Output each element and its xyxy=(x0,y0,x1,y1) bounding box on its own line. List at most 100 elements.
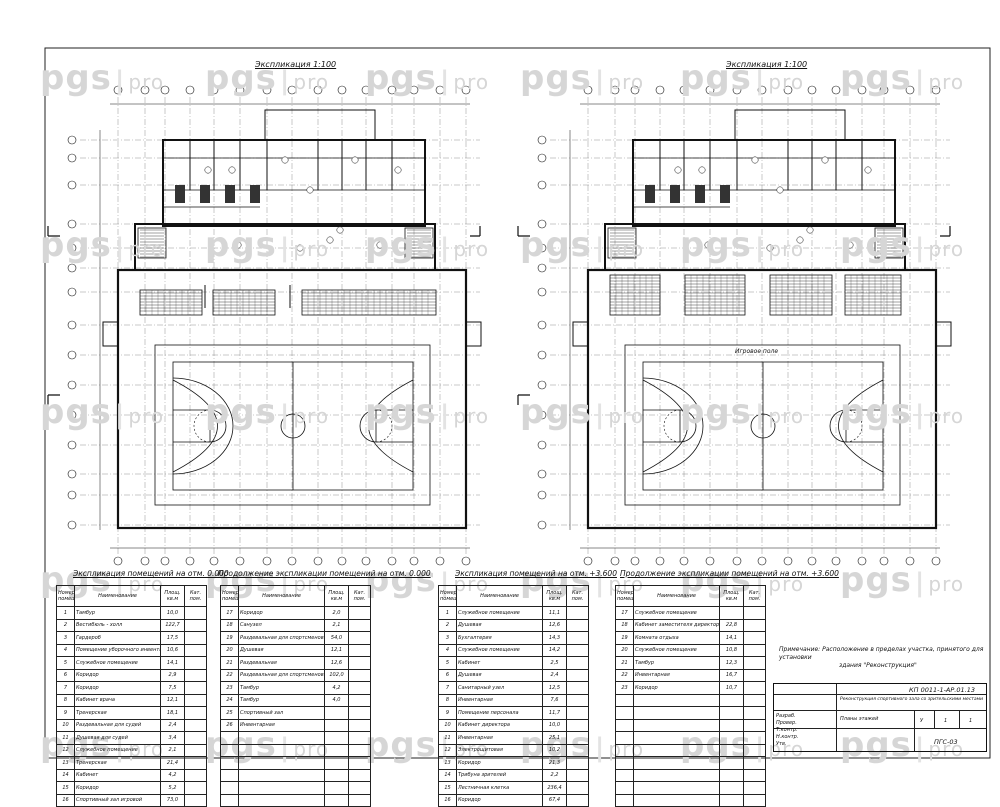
axis-marker-left xyxy=(67,219,77,229)
table-cell xyxy=(324,731,349,745)
axis-marker-bottom xyxy=(705,556,715,566)
table-cell: 14,2 xyxy=(542,643,567,657)
axis-marker-bottom xyxy=(209,556,219,566)
axis-marker-bottom xyxy=(610,556,620,566)
table-header-cell: Номер помещ. xyxy=(220,585,239,607)
table-cell: Раздевальная для спортсменов xyxy=(238,668,325,682)
table-cell xyxy=(743,781,766,795)
table1-title: Экспликация помещений на отм. 0.000 xyxy=(73,569,229,578)
table-cell xyxy=(566,706,589,720)
axis-marker-top xyxy=(583,85,593,95)
plan-left-title: Экспликация 1:100 xyxy=(255,60,337,69)
table-row xyxy=(220,768,371,782)
table-cell: Служебное помещение xyxy=(456,643,543,657)
table-cell xyxy=(566,768,589,782)
table-cell: 8 xyxy=(438,693,457,707)
axis-marker-left xyxy=(67,263,77,273)
table-cell: 2,1 xyxy=(324,618,349,632)
table-cell: 19 xyxy=(220,631,239,645)
title-block-sheets: 1 xyxy=(969,718,973,724)
table-cell xyxy=(238,793,325,807)
axis-marker-left xyxy=(67,440,77,450)
room-marker xyxy=(351,156,359,164)
table-row xyxy=(220,731,371,745)
table-cell xyxy=(220,756,239,770)
axis-marker-bottom xyxy=(732,556,742,566)
table-cell xyxy=(184,656,207,670)
title-block-sheet: 1 xyxy=(944,718,948,724)
table-cell: 18 xyxy=(615,618,634,632)
axis-marker-left xyxy=(537,135,547,145)
table-cell: 12,6 xyxy=(324,656,349,670)
table-cell xyxy=(719,756,744,770)
table-cell: 12,5 xyxy=(542,681,567,695)
table-cell xyxy=(220,793,239,807)
note-line-2: здания "Реконструкция" xyxy=(839,662,917,669)
table-cell xyxy=(615,718,634,732)
table-cell xyxy=(184,631,207,645)
table-cell: Душевая xyxy=(456,668,543,682)
room-marker xyxy=(751,156,759,164)
table-cell: 16 xyxy=(56,793,75,807)
table-cell: 16,7 xyxy=(719,668,744,682)
table-cell xyxy=(615,793,634,807)
table-cell xyxy=(238,781,325,795)
center-circle xyxy=(750,413,776,439)
table-cell: 2,2 xyxy=(542,768,567,782)
axis-marker-bottom xyxy=(655,556,665,566)
table-cell: Тамбур xyxy=(74,606,161,620)
room-marker xyxy=(864,166,872,174)
table-cell: Санитарный узел xyxy=(456,681,543,695)
table-cell: 10,0 xyxy=(542,718,567,732)
table-cell xyxy=(566,781,589,795)
axis-marker-top xyxy=(235,85,245,95)
table-cell xyxy=(566,718,589,732)
table-cell: 1 xyxy=(56,606,75,620)
table-cell xyxy=(324,793,349,807)
axis-marker-left xyxy=(67,287,77,297)
table-cell: Коридор xyxy=(74,681,161,695)
table-cell xyxy=(238,743,325,757)
table-cell xyxy=(743,756,766,770)
table-cell xyxy=(238,731,325,745)
table-cell xyxy=(633,718,720,732)
table-cell xyxy=(566,681,589,695)
table-cell xyxy=(633,693,720,707)
table-cell: 21 xyxy=(220,656,239,670)
title-block-row-4: Н.контр. xyxy=(776,734,799,740)
table-cell xyxy=(184,731,207,745)
axis-marker-bottom xyxy=(461,556,471,566)
table-cell: 2,0 xyxy=(324,606,349,620)
axis-marker-bottom xyxy=(361,556,371,566)
axis-marker-left xyxy=(67,520,77,530)
table-cell xyxy=(348,743,371,757)
table-cell: Тамбур xyxy=(238,693,325,707)
table-cell: 12 xyxy=(56,743,75,757)
table-cell: 22 xyxy=(220,668,239,682)
axis-marker-bottom xyxy=(757,556,767,566)
table-cell xyxy=(566,693,589,707)
table-cell xyxy=(615,781,634,795)
axis-marker-left xyxy=(537,180,547,190)
table-row xyxy=(220,756,371,770)
room-marker xyxy=(228,166,236,174)
table-cell: 3,4 xyxy=(160,731,185,745)
table-cell: 67,4 xyxy=(542,793,567,807)
room-marker xyxy=(376,241,384,249)
table-cell xyxy=(615,768,634,782)
